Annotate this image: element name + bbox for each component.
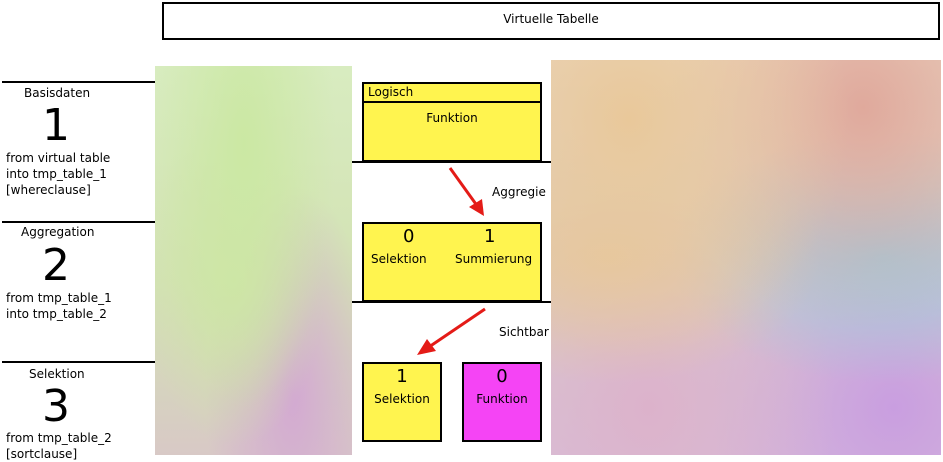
selektion-label: Selektion: [374, 392, 430, 406]
stage-divider: [352, 301, 551, 303]
blurred-region-right: [551, 60, 941, 455]
logisch-box: Logisch Funktion: [362, 82, 542, 162]
logisch-function-label: Funktion: [426, 111, 478, 125]
selektion-box: 1 Selektion: [362, 362, 442, 442]
aggregation-selektion-label: Selektion: [371, 252, 427, 266]
aggregation-selektion-number: 0: [403, 226, 415, 247]
logisch-header: Logisch: [368, 85, 414, 99]
stage-3-number: 3: [42, 381, 70, 432]
stage-2-number: 2: [42, 240, 70, 291]
funktion-box: 0 Funktion: [462, 362, 542, 442]
stage-2-name: Aggregation: [21, 225, 95, 239]
stage-1-sql: from virtual table into tmp_table_1 [whe…: [6, 151, 111, 197]
stage-divider: [2, 81, 155, 83]
aggregation-summierung-number: 1: [484, 226, 496, 247]
stage-1-number: 1: [42, 100, 70, 151]
virtual-table-header: Virtuelle Tabelle: [162, 2, 940, 40]
aggregation-box: 0 Selektion 1 Summierung: [362, 222, 542, 302]
stage-divider: [352, 161, 551, 163]
stage-3-sql: from tmp_table_2 [sortclause]: [6, 431, 112, 461]
stage-divider: [2, 221, 155, 223]
transition-label-aggregation: Aggregie: [492, 185, 546, 199]
stage-divider: [2, 361, 155, 363]
selektion-number: 1: [396, 366, 408, 387]
arrow-1-to-2: [448, 167, 484, 216]
virtual-table-title: Virtuelle Tabelle: [503, 12, 599, 26]
transition-label-visibility: Sichtbar: [499, 325, 549, 339]
stage-3-name: Selektion: [29, 367, 85, 381]
funktion-number: 0: [496, 366, 508, 387]
blurred-region-left: [155, 66, 352, 455]
funktion-label: Funktion: [476, 392, 528, 406]
stage-1-name: Basisdaten: [24, 86, 91, 100]
arrow-2-to-3: [417, 307, 486, 355]
stage-2-sql: from tmp_table_1 into tmp_table_2: [6, 291, 112, 321]
logisch-header-divider: [364, 101, 540, 103]
aggregation-summierung-label: Summierung: [455, 252, 533, 266]
